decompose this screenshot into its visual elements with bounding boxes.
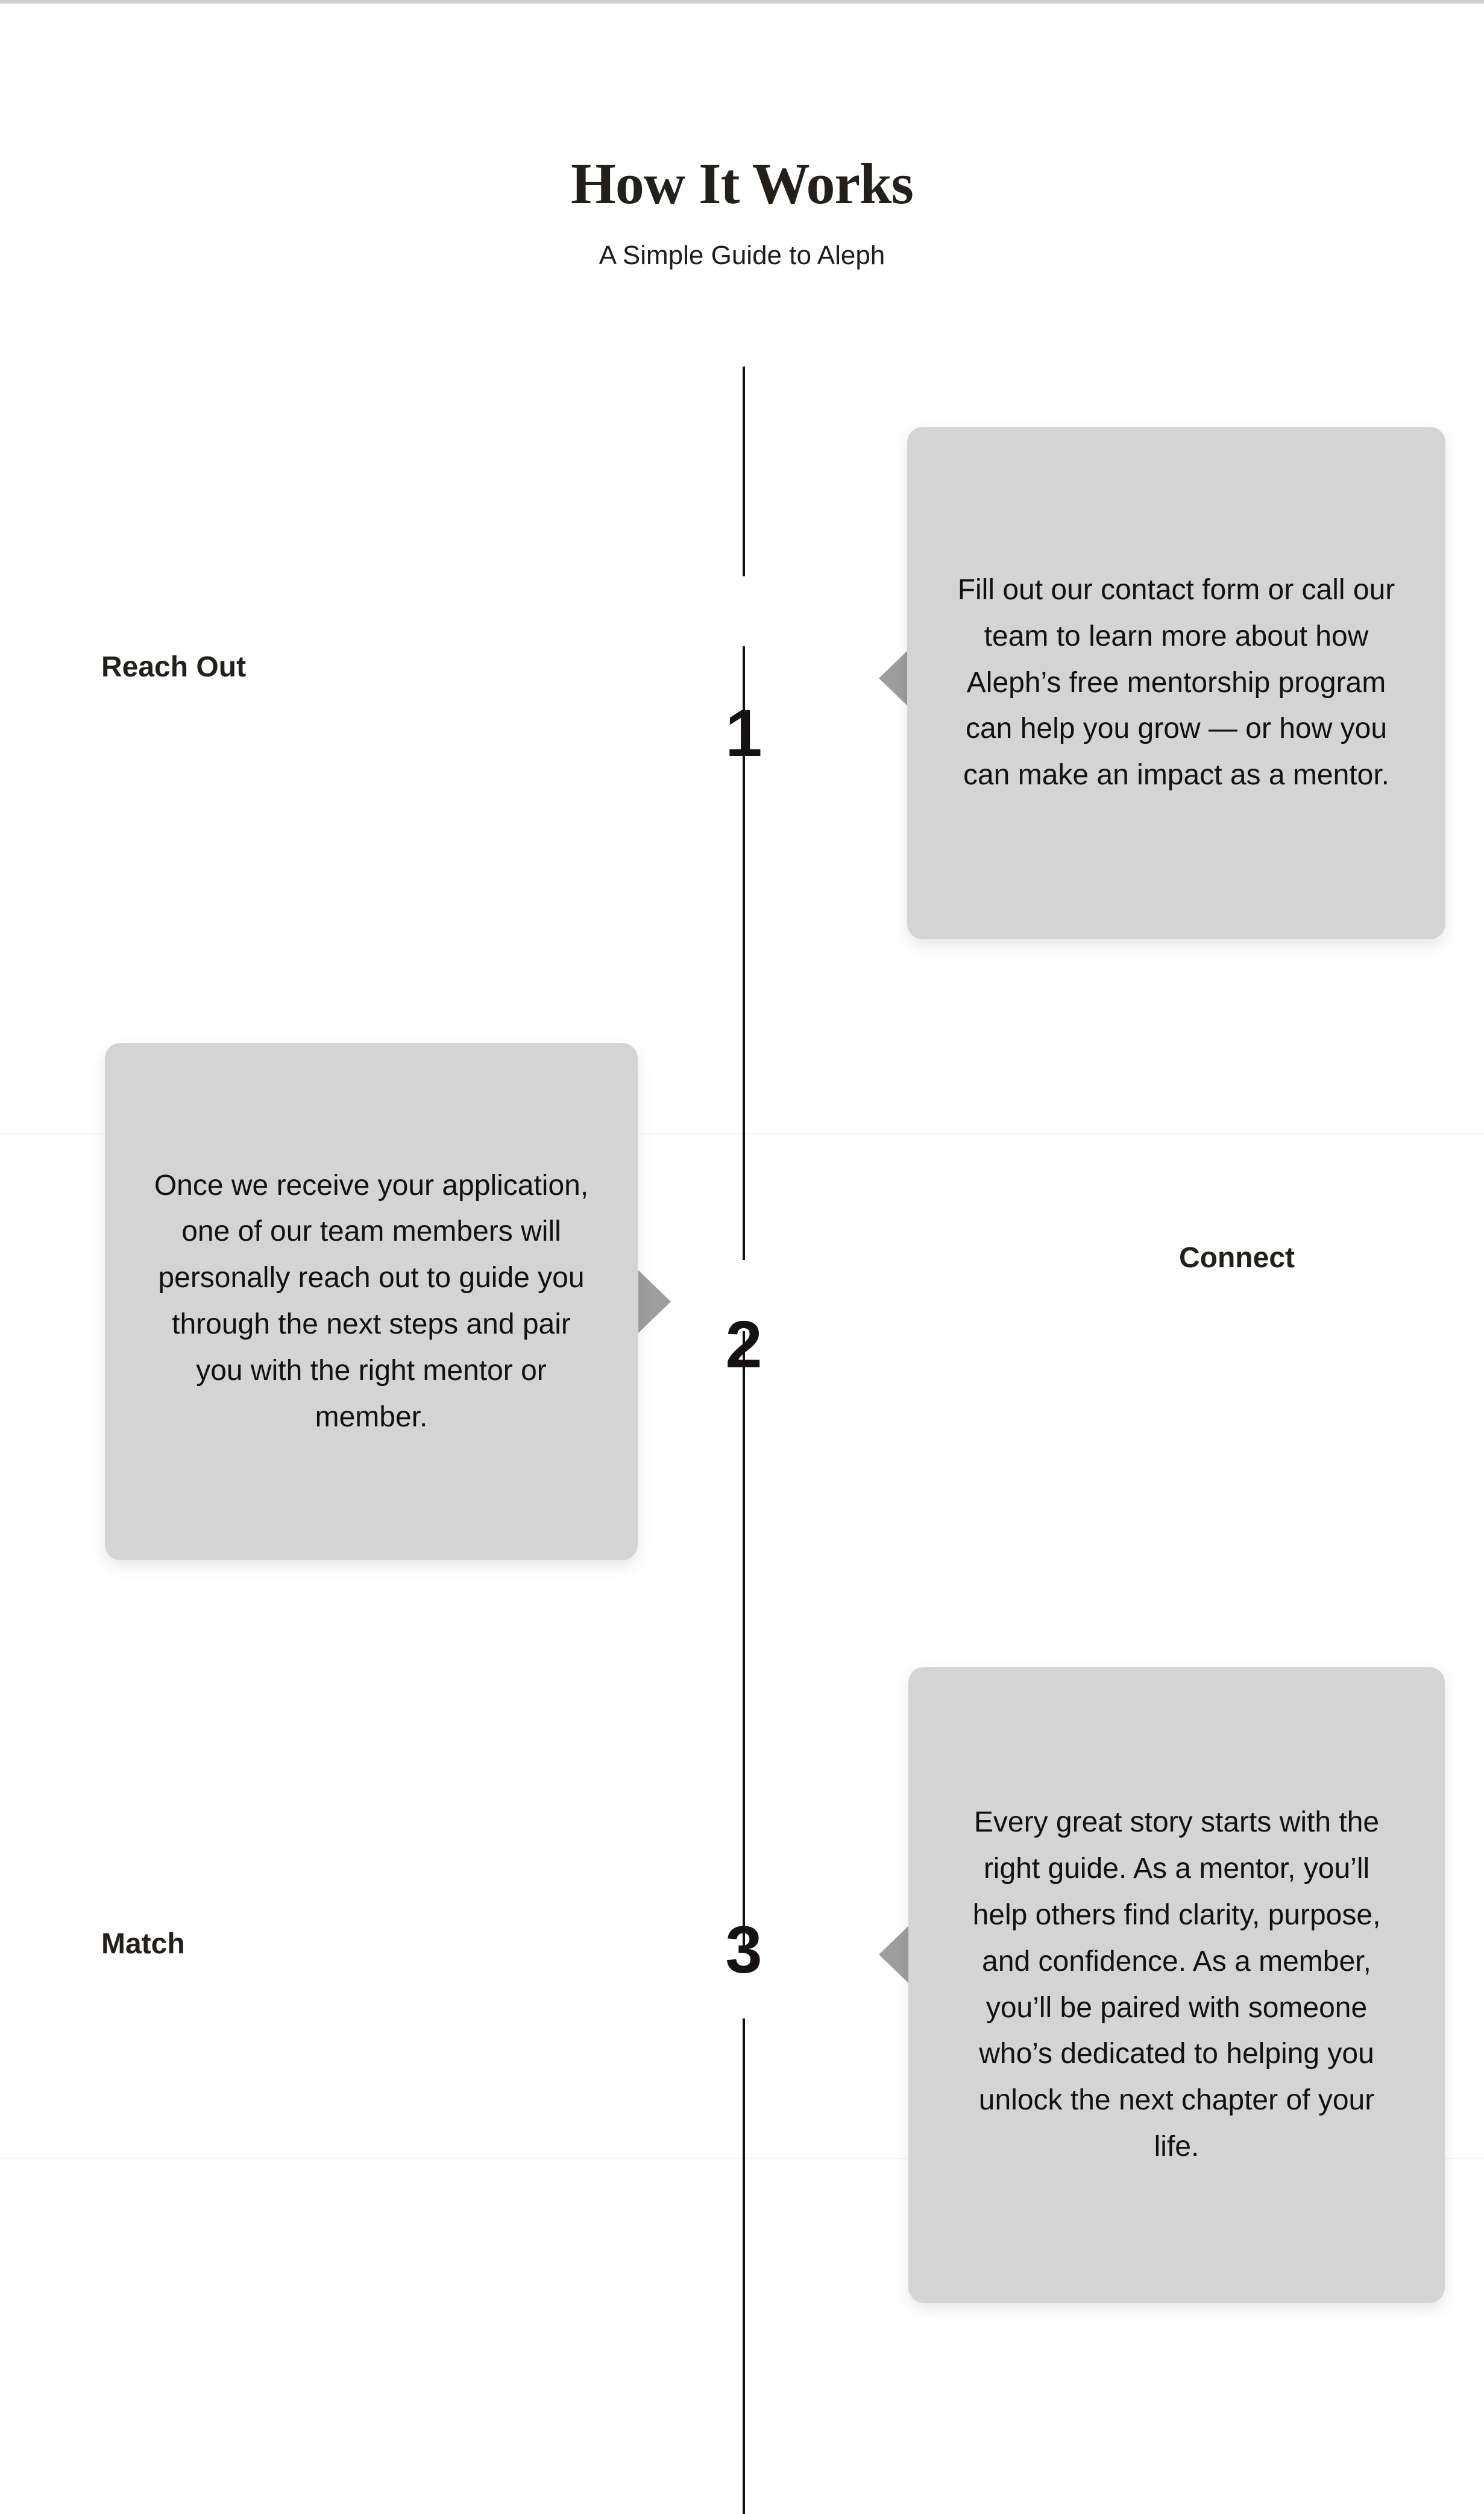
top-strip bbox=[0, 0, 1484, 4]
step-card-1-text: Fill out our contact form or call our te… bbox=[957, 574, 1395, 792]
step-number-1: 1 bbox=[725, 696, 762, 770]
section-divider-1 bbox=[0, 1133, 1484, 1134]
step-number-2: 2 bbox=[725, 1308, 762, 1382]
step-card-3-text: Every great story starts with the right … bbox=[972, 1806, 1381, 2163]
page-title: How It Works bbox=[571, 151, 914, 216]
page-subtitle: A Simple Guide to Aleph bbox=[599, 240, 885, 270]
step-label-connect: Connect bbox=[1179, 1242, 1295, 1274]
card-pointer-left-icon-step-3 bbox=[879, 1923, 911, 1986]
step-label-match: Match bbox=[101, 1928, 185, 1960]
step-card-3[interactable]: Every great story starts with the right … bbox=[908, 1667, 1445, 2303]
timeline-line-segment-4 bbox=[743, 2018, 745, 2514]
step-card-2-text: Once we receive your application, one of… bbox=[154, 1169, 589, 1433]
step-card-1[interactable]: Fill out our contact form or call our te… bbox=[907, 427, 1445, 939]
page-header: How It Works A Simple Guide to Aleph bbox=[0, 151, 1484, 272]
step-number-3: 3 bbox=[725, 1913, 762, 1987]
section-divider-2 bbox=[0, 2158, 1484, 2159]
card-pointer-right-icon-step-2 bbox=[638, 1270, 671, 1333]
step-card-2[interactable]: Once we receive your application, one of… bbox=[105, 1043, 638, 1560]
timeline-line-segment-1 bbox=[743, 367, 745, 576]
timeline-line-segment-2 bbox=[743, 646, 745, 1260]
timeline-line-segment-3 bbox=[743, 1331, 745, 1952]
card-pointer-left-icon-step-1 bbox=[879, 647, 911, 710]
step-label-reach-out: Reach Out bbox=[101, 651, 247, 683]
